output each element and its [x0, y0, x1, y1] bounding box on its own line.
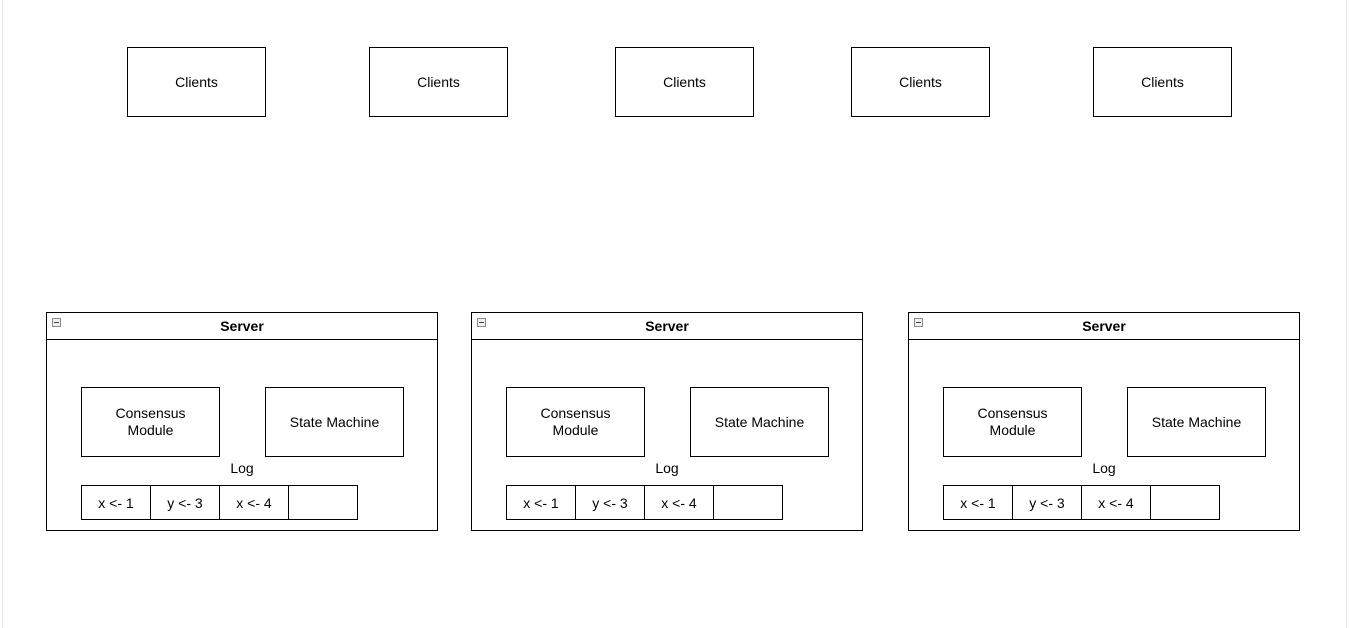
server-header[interactable]: Server [47, 313, 437, 340]
log-label: Log [1092, 460, 1116, 476]
consensus-module-box[interactable]: Consensus Module [506, 387, 645, 457]
log-entry-1[interactable]: x <- 1 [943, 485, 1013, 520]
consensus-module-box[interactable]: Consensus Module [81, 387, 220, 457]
log-entry-3[interactable]: x <- 4 [219, 485, 289, 520]
client-box-1[interactable]: Clients [127, 47, 266, 117]
server-container-3[interactable]: Server Consensus Module State Machine Lo… [908, 312, 1300, 531]
client-box-2[interactable]: Clients [369, 47, 508, 117]
consensus-module-box[interactable]: Consensus Module [943, 387, 1082, 457]
log-entry-4[interactable] [713, 485, 783, 520]
collapse-icon[interactable] [477, 318, 486, 327]
log-entry-2[interactable]: y <- 3 [575, 485, 645, 520]
server-title: Server [645, 318, 689, 334]
consensus-module-label: Consensus Module [540, 405, 611, 438]
server-container-2[interactable]: Server Consensus Module State Machine Lo… [471, 312, 863, 531]
log-entry-4[interactable] [1150, 485, 1220, 520]
state-machine-label: State Machine [289, 413, 380, 430]
server-container-1[interactable]: Server Consensus Module State Machine Lo… [46, 312, 438, 531]
log-label: Log [655, 460, 679, 476]
client-label: Clients [417, 73, 460, 90]
collapse-icon[interactable] [52, 318, 61, 327]
server-title: Server [220, 318, 264, 334]
state-machine-box[interactable]: State Machine [1127, 387, 1266, 457]
client-label: Clients [899, 73, 942, 90]
client-label: Clients [1141, 73, 1184, 90]
consensus-module-label: Consensus Module [977, 405, 1048, 438]
server-header[interactable]: Server [472, 313, 862, 340]
client-label: Clients [663, 73, 706, 90]
collapse-icon[interactable] [914, 318, 923, 327]
log-row: x <- 1 y <- 3 x <- 4 [943, 485, 1220, 520]
log-row: x <- 1 y <- 3 x <- 4 [81, 485, 358, 520]
client-box-3[interactable]: Clients [615, 47, 754, 117]
log-entry-1[interactable]: x <- 1 [81, 485, 151, 520]
state-machine-label: State Machine [714, 413, 805, 430]
log-entry-1[interactable]: x <- 1 [506, 485, 576, 520]
log-entry-4[interactable] [288, 485, 358, 520]
client-box-5[interactable]: Clients [1093, 47, 1232, 117]
server-title: Server [1082, 318, 1126, 334]
log-label: Log [230, 460, 254, 476]
log-row: x <- 1 y <- 3 x <- 4 [506, 485, 783, 520]
state-machine-box[interactable]: State Machine [265, 387, 404, 457]
log-entry-2[interactable]: y <- 3 [150, 485, 220, 520]
client-label: Clients [175, 73, 218, 90]
log-entry-3[interactable]: x <- 4 [1081, 485, 1151, 520]
state-machine-label: State Machine [1151, 413, 1242, 430]
consensus-module-label: Consensus Module [115, 405, 186, 438]
log-entry-3[interactable]: x <- 4 [644, 485, 714, 520]
client-box-4[interactable]: Clients [851, 47, 990, 117]
state-machine-box[interactable]: State Machine [690, 387, 829, 457]
log-entry-2[interactable]: y <- 3 [1012, 485, 1082, 520]
server-header[interactable]: Server [909, 313, 1299, 340]
